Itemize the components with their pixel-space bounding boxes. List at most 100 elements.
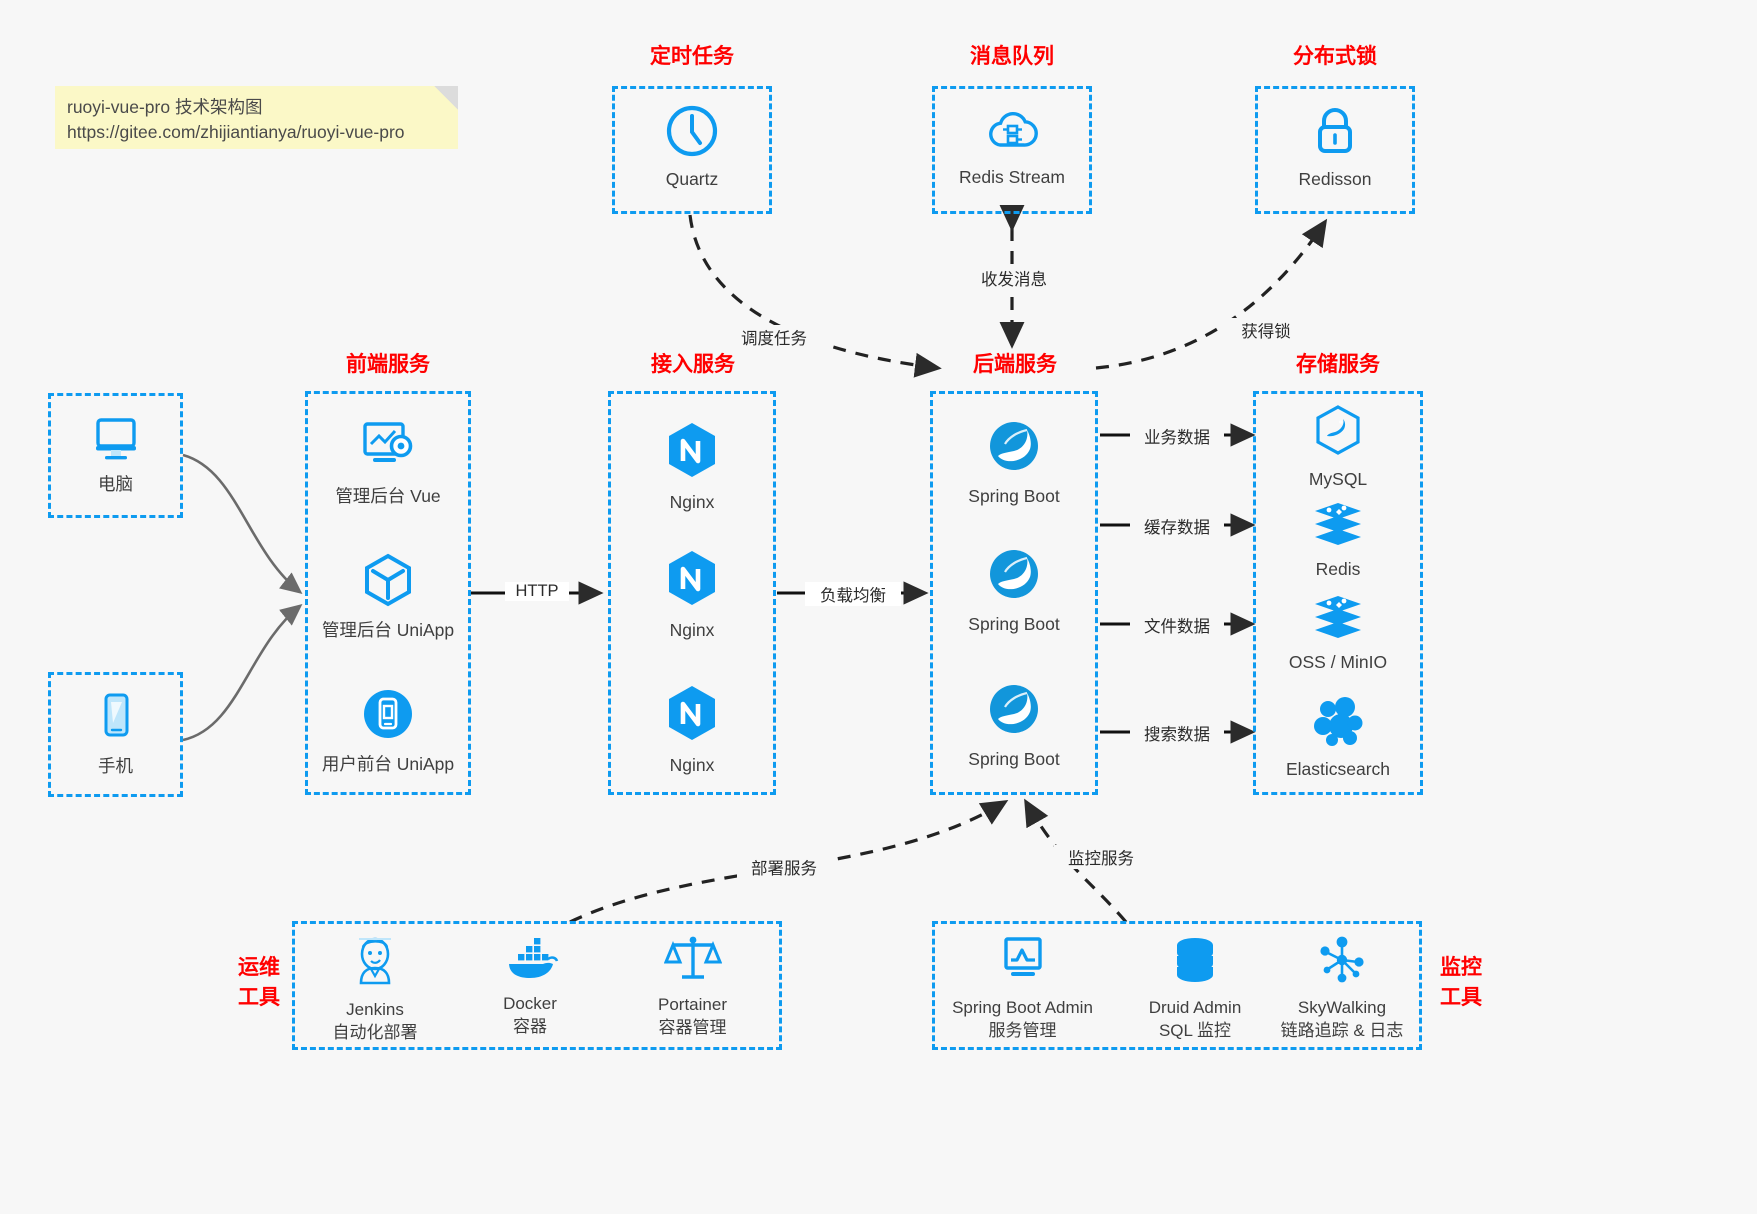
spring-icon (985, 418, 1043, 481)
dashboard-icon (357, 418, 419, 481)
node-jenkins: Jenkins 自动化部署 (300, 935, 450, 1044)
section-title-frontend-service: 前端服务 (346, 353, 430, 376)
section-title-devops-line-1: 运维 (238, 956, 280, 979)
node-user-uniapp: 用户前台 UniApp (305, 686, 471, 776)
node-label: Quartz (665, 169, 719, 189)
note-line-2: https://gitee.com/zhijiantianya/ruoyi-vu… (67, 122, 405, 142)
nginx-icon (664, 420, 720, 487)
database-icon (1168, 935, 1222, 992)
spring-icon (985, 546, 1043, 609)
node-name: Spring Boot Admin (952, 998, 1093, 1017)
edge-label-load-balance: 负载均衡 (805, 582, 901, 606)
edge-label-cache-data: 缓存数据 (1130, 514, 1224, 538)
group-distributed-lock: Redisson (1255, 86, 1415, 214)
node-spring-boot-admin: Spring Boot Admin 服务管理 (935, 935, 1110, 1042)
node-name: SkyWalking (1297, 998, 1387, 1017)
edge-label-monitor-service: 监控服务 (1054, 845, 1148, 869)
node-label: Redis (1315, 559, 1361, 579)
node-desc: SQL 监控 (1158, 1021, 1232, 1040)
phone-app-icon (359, 686, 417, 749)
section-title-storage-service: 存储服务 (1296, 353, 1380, 376)
edge-label-file-data: 文件数据 (1130, 613, 1224, 637)
section-title-scheduled-task: 定时任务 (650, 45, 734, 68)
group-client-desktop: 电脑 (48, 393, 183, 518)
node-elasticsearch: Elasticsearch (1253, 695, 1423, 781)
node-skywalking: SkyWalking 链路追踪 & 日志 (1262, 935, 1422, 1042)
node-name: Druid Admin (1148, 998, 1242, 1017)
clock-icon (664, 103, 720, 164)
node-desc: 服务管理 (988, 1021, 1057, 1040)
cube-icon (359, 552, 417, 615)
node-label: Nginx (669, 620, 715, 640)
cloud-node-icon (985, 105, 1039, 162)
group-frontend-service (305, 391, 471, 795)
edge-label-business-data: 业务数据 (1130, 424, 1224, 448)
node-label: MySQL (1308, 469, 1368, 489)
section-title-monitor-line-1: 监控 (1440, 956, 1482, 979)
group-backend-service (930, 391, 1098, 795)
group-storage-service (1253, 391, 1423, 795)
mobile-icon (93, 690, 139, 751)
edge-label-acquire-lock: 获得锁 (1224, 318, 1308, 342)
node-label: Redisson (1298, 169, 1372, 189)
node-label: Nginx (669, 755, 715, 775)
node-desc: 容器 (513, 1017, 547, 1036)
node-nginx-3: Nginx (608, 683, 776, 777)
mysql-icon (1310, 403, 1366, 464)
desktop-icon (88, 412, 144, 469)
node-label: Spring Boot (968, 614, 1060, 634)
node-label: Spring Boot (968, 486, 1060, 506)
note-line-1: ruoyi-vue-pro 技术架构图 (67, 97, 263, 117)
note-fold-corner (434, 86, 458, 110)
section-title-backend-service: 后端服务 (973, 353, 1057, 376)
node-label: 管理后台 Vue (335, 486, 441, 506)
node-nginx-1: Nginx (608, 420, 776, 514)
node-label: 用户前台 UniApp (321, 754, 455, 774)
node-name: Portainer (658, 995, 727, 1014)
node-redis: Redis (1253, 499, 1423, 581)
nginx-icon (664, 683, 720, 750)
monitor-chart-icon (994, 935, 1052, 992)
group-monitor-tools (932, 921, 1422, 1050)
node-portainer: Portainer 容器管理 (615, 932, 770, 1039)
node-label: Nginx (669, 492, 715, 512)
elasticsearch-icon (1310, 695, 1366, 754)
section-title-distributed-lock: 分布式锁 (1293, 45, 1377, 68)
group-client-mobile: 手机 (48, 672, 183, 797)
node-admin-vue: 管理后台 Vue (305, 418, 471, 508)
oss-icon (1309, 592, 1367, 647)
spring-icon (985, 681, 1043, 744)
edge-label-deploy-service: 部署服务 (737, 855, 831, 879)
node-label: 电脑 (98, 474, 133, 494)
edge-label-search-data: 搜索数据 (1130, 721, 1224, 745)
node-redisson: Redisson (1258, 89, 1412, 191)
node-label: Spring Boot (968, 749, 1060, 769)
node-label: 管理后台 UniApp (321, 620, 455, 640)
docker-icon (501, 935, 559, 988)
section-title-gateway-service: 接入服务 (651, 353, 735, 376)
edge-label-http: HTTP (505, 582, 569, 601)
node-label: 手机 (98, 756, 133, 776)
node-label: Redis Stream (958, 167, 1065, 187)
section-title-devops-line-2: 工具 (238, 986, 280, 1009)
node-name: Docker (503, 994, 557, 1013)
lock-icon (1308, 103, 1362, 164)
scales-icon (663, 932, 722, 989)
node-desktop: 电脑 (51, 396, 180, 496)
node-mysql: MySQL (1253, 403, 1423, 491)
node-desc: 容器管理 (658, 1018, 727, 1037)
group-devops-tools (292, 921, 782, 1050)
section-title-message-queue: 消息队列 (970, 45, 1054, 68)
node-desc: 链路追踪 & 日志 (1280, 1021, 1404, 1040)
group-message-queue: Redis Stream (932, 86, 1092, 214)
node-mobile: 手机 (51, 675, 180, 778)
node-spring-boot-3: Spring Boot (930, 681, 1098, 771)
group-gateway-service (608, 391, 776, 795)
node-label: Elasticsearch (1285, 759, 1391, 779)
node-quartz: Quartz (615, 89, 769, 191)
node-spring-boot-1: Spring Boot (930, 418, 1098, 508)
redis-icon (1309, 499, 1367, 554)
edge-label-schedule-task: 调度任务 (722, 325, 826, 349)
